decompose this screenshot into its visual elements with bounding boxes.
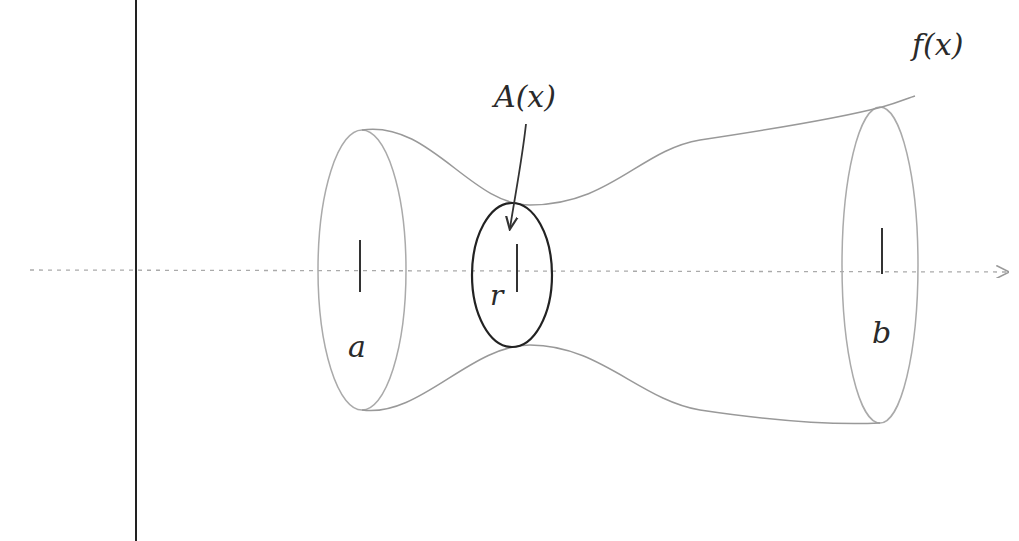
- profile-curve-bottom: [362, 345, 880, 424]
- x-axis: [30, 270, 1008, 272]
- radius-tick: [516, 244, 518, 292]
- radius-tick: [359, 240, 361, 292]
- end-disk-a: [318, 130, 406, 410]
- radius-label: r: [490, 282, 503, 310]
- profile-curve-top: [362, 96, 915, 205]
- area-label: A(x): [494, 82, 556, 112]
- bound-label: a: [348, 332, 366, 362]
- end-disk-b: [842, 107, 918, 423]
- bound-label: b: [872, 318, 891, 348]
- y-axis: [135, 0, 137, 541]
- function-label: f(x): [912, 30, 963, 60]
- radius-tick: [881, 228, 883, 274]
- leader-line: [510, 124, 526, 228]
- cross-section: [472, 203, 552, 347]
